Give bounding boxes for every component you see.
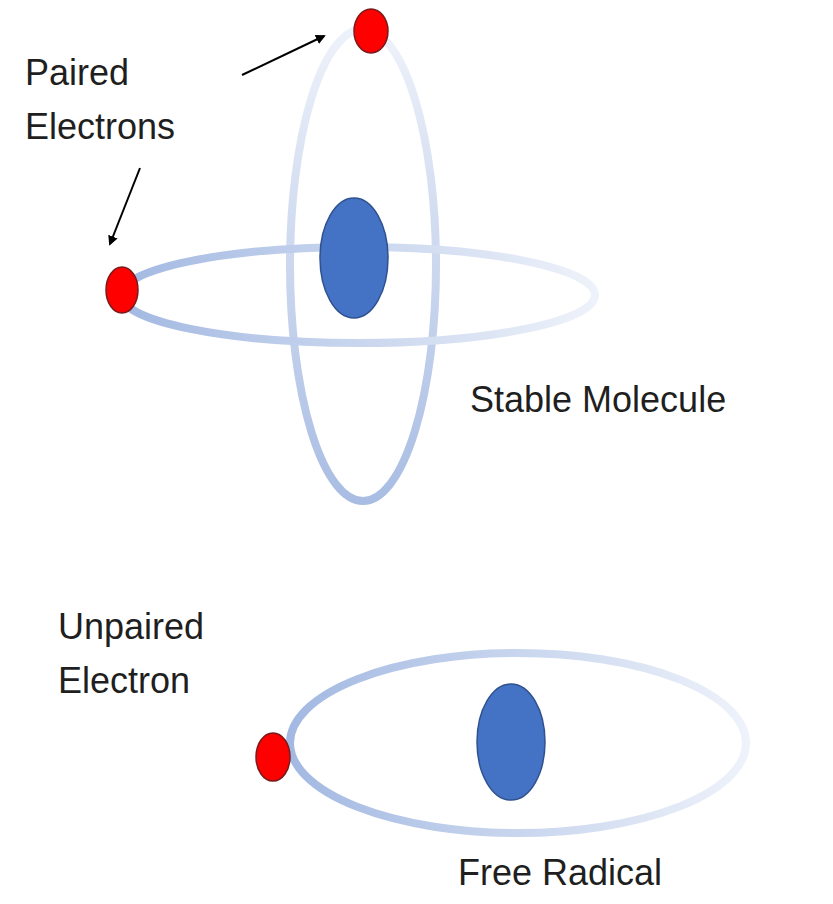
molecule-label: Free Radical: [458, 846, 818, 900]
orbit-ring: [290, 653, 746, 833]
electron: [256, 733, 290, 781]
leader-arrow: [110, 168, 140, 244]
callout-label: Unpaired Electron: [58, 600, 283, 708]
leader-arrow: [242, 36, 324, 75]
nucleus: [320, 198, 388, 318]
callout-label: Paired Electrons: [25, 46, 240, 154]
nucleus: [477, 684, 545, 800]
electron: [354, 9, 388, 53]
molecule-label: Stable Molecule: [470, 373, 830, 427]
orbit-ring: [290, 29, 436, 501]
electron: [106, 267, 138, 313]
